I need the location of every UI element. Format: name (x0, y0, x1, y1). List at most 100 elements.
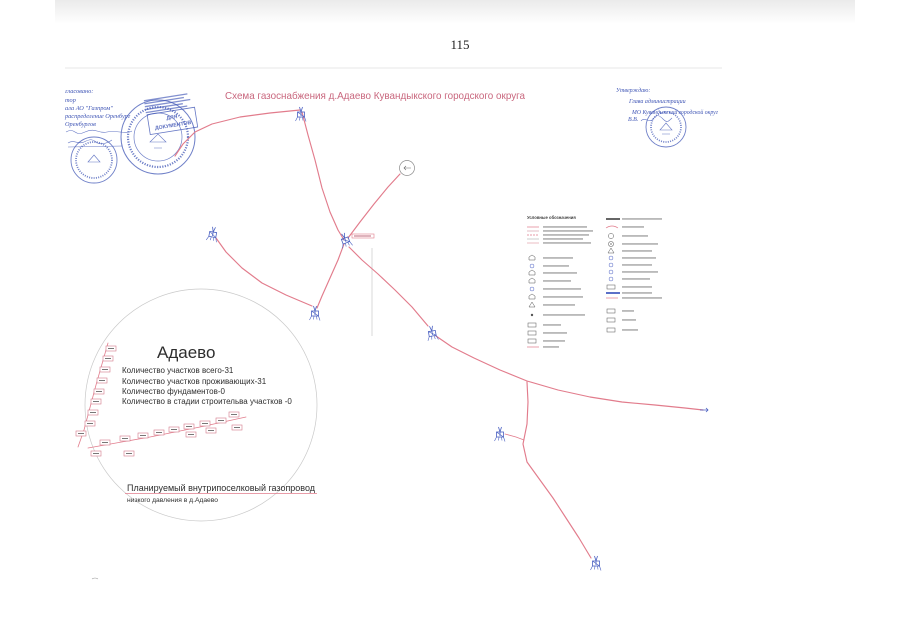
approval-left-line: гласовано: (65, 88, 93, 95)
legend-entry (528, 269, 577, 276)
document-stamp: ДЛЯ ДОКУМЕНТОВ (143, 93, 199, 135)
stamp-lettering-ring (75, 141, 113, 179)
approval-block-right: Утверждаю: Глава администрации МО Куванд… (616, 87, 719, 148)
legend-entry (606, 284, 652, 290)
approval-left-line: Оренбургов (65, 121, 96, 128)
legend-symbol (528, 277, 536, 284)
approval-right-line: Глава администрации (628, 98, 686, 105)
legend-entry (527, 226, 587, 228)
legend-entry (528, 301, 575, 308)
legend-entry (529, 286, 581, 292)
house-plot (185, 431, 197, 438)
approval-right-line: В.В. (628, 117, 638, 123)
legend-label-illegible (622, 264, 652, 266)
house-plot-label-illegible (140, 435, 146, 436)
legend-entry (607, 247, 652, 254)
legend-symbol (528, 301, 536, 308)
gas-node-icon (309, 305, 321, 321)
house-plot-label-illegible (188, 434, 194, 435)
legend-entry (608, 233, 648, 239)
house-plot-label-illegible (208, 430, 214, 431)
legend-label-illegible (622, 286, 652, 288)
legend-entry (608, 241, 658, 247)
house-plot (84, 420, 96, 427)
legend-symbol (606, 284, 616, 290)
stamp-text: ДЛЯ (166, 114, 178, 122)
approval-left-line: тор (65, 97, 76, 104)
house-plot (183, 423, 195, 430)
legend-label-illegible (622, 292, 652, 294)
legend-symbol (606, 317, 616, 323)
legend-entry (527, 242, 591, 244)
pipeline-note: Планируемый внутрипоселковый газопровод (127, 483, 315, 493)
scan-shadow (55, 0, 855, 24)
legend-label-illegible (622, 250, 652, 252)
house-plot-label-illegible (99, 380, 105, 381)
legend-entry (530, 313, 585, 317)
stamp-text: ДОКУМЕНТОВ (155, 120, 192, 132)
house-plot (96, 377, 108, 384)
legend-label-illegible (622, 235, 648, 237)
round-stamp-right (645, 106, 687, 148)
stamp-emblem-icon (149, 133, 167, 149)
stamp-outer-ring (70, 136, 118, 184)
legend-entry (606, 327, 638, 333)
legend-symbol (529, 263, 535, 269)
legend-symbol (528, 269, 536, 276)
gas-node-icon (590, 555, 602, 571)
gas-node-icon (425, 324, 439, 342)
map-title: Схема газоснабжения д.Адаево Кувандыкско… (225, 90, 525, 102)
pipeline-segment (215, 237, 313, 307)
house-plot (228, 411, 240, 418)
legend-entry (529, 263, 569, 269)
house-plot (90, 398, 102, 405)
legend-symbol (606, 308, 616, 314)
house-plot (105, 345, 117, 352)
legend-entry (528, 254, 573, 261)
house-plot (168, 426, 180, 433)
house-plot (153, 429, 165, 436)
house-plot (231, 424, 243, 431)
legend-entry (606, 297, 662, 299)
legend-label-illegible (622, 329, 638, 331)
approval-left-line: ала АО "Газпром" (65, 105, 113, 112)
house-plot-label-illegible (96, 391, 102, 392)
house-plots (75, 345, 243, 457)
legend-label-illegible (543, 314, 585, 316)
source-circle-icon (399, 160, 415, 176)
pipeline-segment (316, 243, 345, 309)
stamp-frame (146, 106, 199, 135)
house-plot (87, 409, 99, 416)
signature-right (640, 115, 673, 122)
legend-entry (605, 225, 644, 229)
legend-symbol (527, 338, 537, 344)
legend-symbol (608, 262, 614, 268)
legend-label-illegible (543, 296, 583, 298)
legend-label-illegible (622, 218, 662, 220)
approval-left-line: распределение Оренбург (64, 113, 131, 120)
house-plot (75, 430, 87, 437)
page-number: 115 (450, 37, 469, 52)
house-plot-label-illegible (87, 423, 93, 424)
legend-entry (606, 292, 652, 294)
legend-symbol (528, 293, 536, 300)
house-plot-label-illegible (126, 453, 132, 454)
house-plot-label-illegible (122, 438, 128, 439)
legend-entry (606, 218, 662, 220)
house-plot (90, 450, 102, 457)
legend-title: Условные обозначения (527, 215, 576, 220)
village-stat: Количество участков проживающих-31 (122, 377, 267, 386)
legend-label-illegible (622, 226, 644, 228)
village-stat: Количество участков всего-31 (122, 366, 234, 375)
house-plot-label-illegible (90, 412, 96, 413)
stamp-small-print (143, 93, 188, 102)
stamp-small-print (145, 105, 188, 114)
stamp-outer-ring (120, 99, 196, 175)
house-plot (123, 450, 135, 457)
pipeline-segment (435, 335, 704, 411)
legend-entry (527, 230, 593, 232)
stamp-lettering-ring (126, 105, 190, 169)
legend-symbol (608, 276, 614, 282)
approval-right-line: МО Кувандыкский городской округ (631, 109, 719, 116)
